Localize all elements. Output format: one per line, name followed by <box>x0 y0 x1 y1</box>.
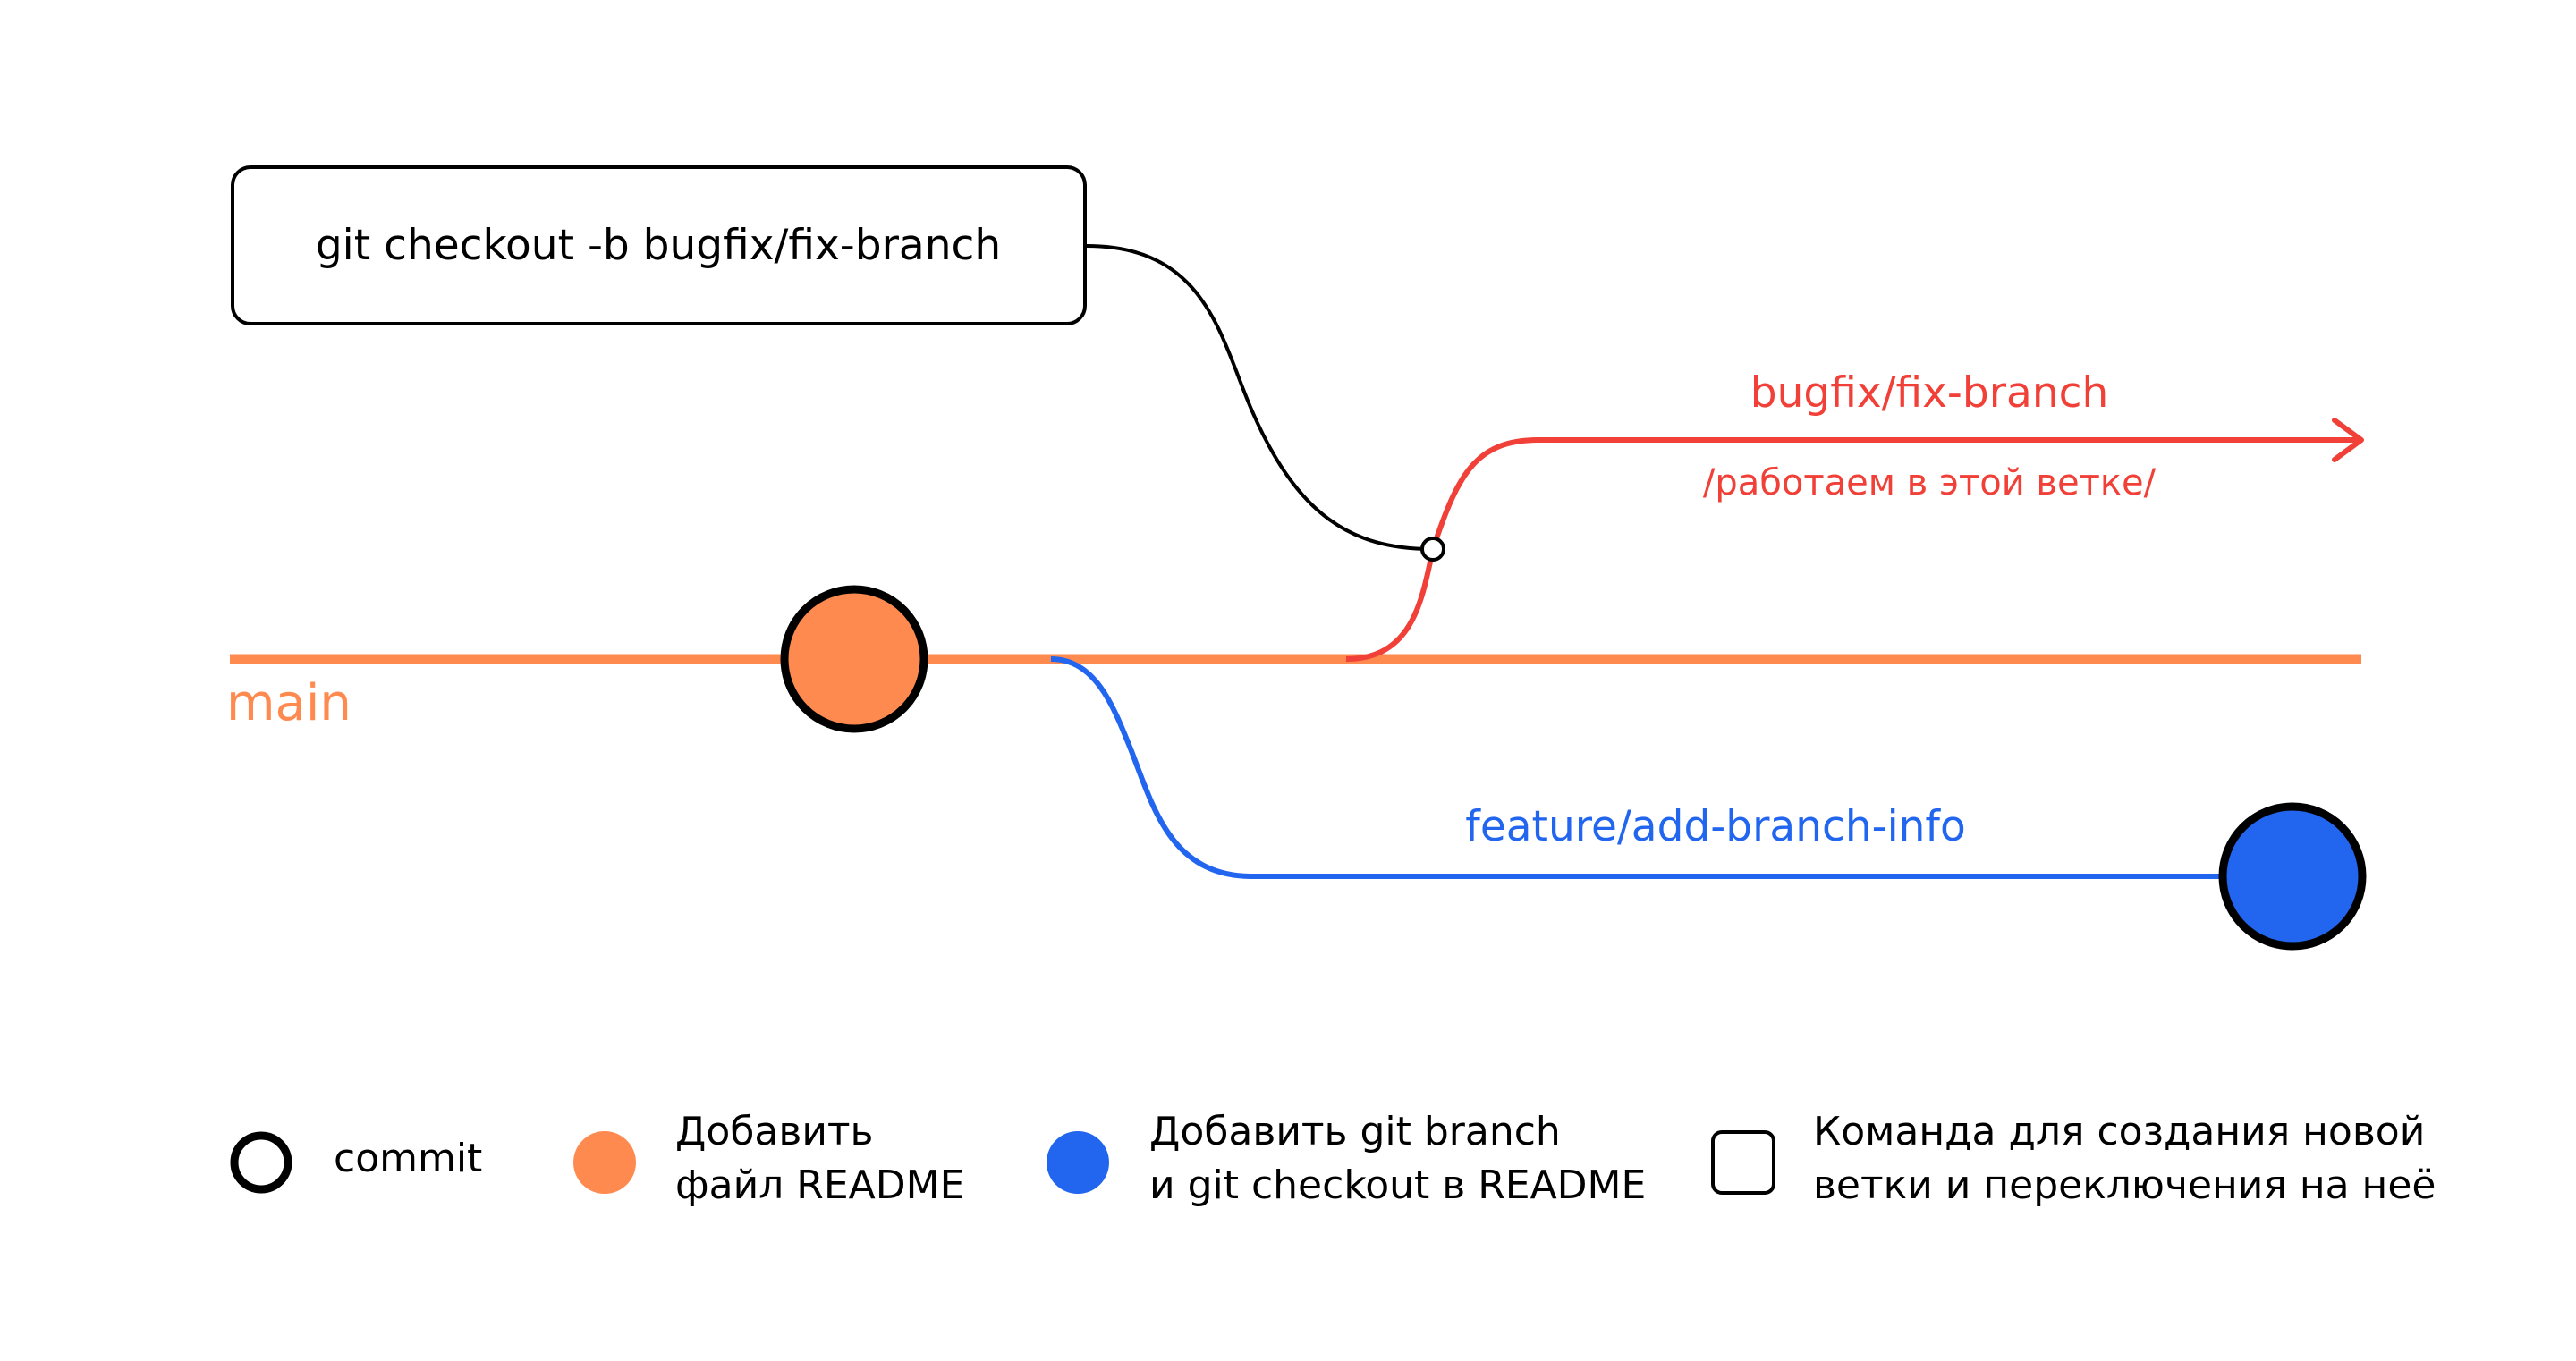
bugfix-branch-note: /работаем в этой ветке/ <box>1703 462 2157 503</box>
commit-node-branch-point <box>1420 537 1445 562</box>
feature-commit-node <box>2218 802 2367 951</box>
legend: commit Добавить файл README Добавить git… <box>230 1109 2436 1208</box>
main-branch-label: main <box>226 674 352 732</box>
command-legend-icon <box>1711 1130 1775 1195</box>
legend-item-command: Команда для создания новой ветки и перек… <box>1711 1109 2436 1208</box>
bugfix-branch-label: bugfix/fix-branch <box>1750 368 2108 418</box>
command-box-frame <box>231 165 1087 325</box>
legend-gitbranch-line2: и git checkout в README <box>1149 1162 1646 1208</box>
readme-commit-node <box>780 585 928 733</box>
legend-item-gitbranch: Добавить git branch и git checkout в REA… <box>1046 1109 1646 1208</box>
legend-commit-label: commit <box>334 1136 482 1181</box>
command-text: git checkout -b bugfix/fix-branch <box>316 221 1001 270</box>
command-box: git checkout -b bugfix/fix-branch <box>231 165 1087 325</box>
legend-gitbranch-line1: Добавить git branch <box>1149 1109 1561 1154</box>
legend-readme-line2: файл README <box>675 1162 964 1208</box>
legend-item-commit: commit <box>230 1131 482 1194</box>
readme-legend-icon <box>573 1131 636 1194</box>
legend-command-line2: ветки и переключения на неё <box>1813 1162 2436 1208</box>
legend-item-readme: Добавить файл README <box>573 1109 964 1208</box>
commit-legend-icon <box>230 1131 292 1194</box>
bugfix-arrow-icon <box>2332 418 2364 462</box>
command-connector <box>1086 244 1432 551</box>
feature-branch-line <box>1050 656 2223 879</box>
gitbranch-legend-icon <box>1046 1131 1109 1194</box>
legend-command-line1: Команда для создания новой <box>1813 1109 2425 1154</box>
legend-readme-line1: Добавить <box>675 1109 873 1154</box>
feature-branch-label: feature/add-branch-info <box>1465 802 1965 851</box>
